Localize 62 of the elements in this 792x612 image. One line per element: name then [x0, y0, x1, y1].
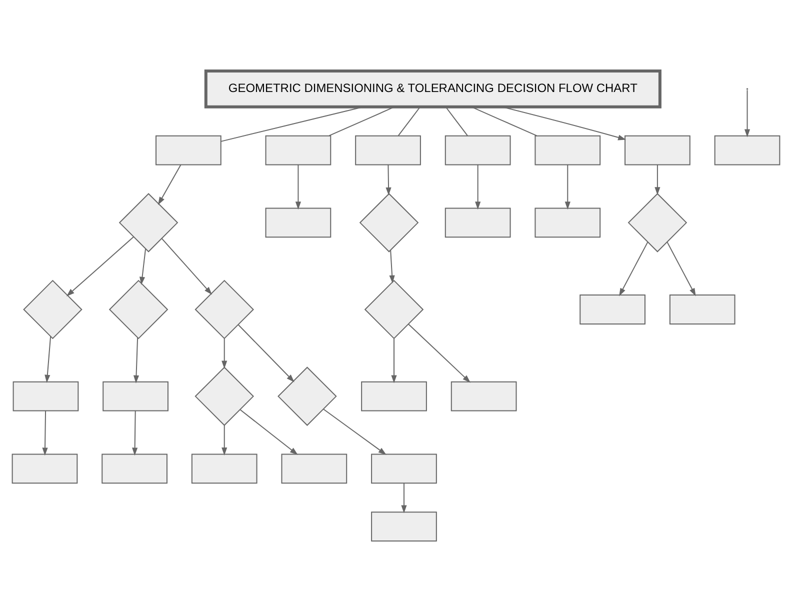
node-box [714, 135, 780, 166]
arrow [132, 410, 138, 456]
connector [220, 106, 364, 142]
connector [471, 106, 538, 136]
node-diamond [359, 193, 419, 252]
connector [398, 106, 420, 136]
node-box [534, 135, 601, 166]
node-box [534, 208, 601, 238]
node-diamond [194, 366, 254, 426]
arrow [44, 336, 52, 383]
arrow [323, 408, 386, 455]
arrow [139, 248, 146, 285]
arrow [391, 338, 397, 384]
node-box [444, 208, 511, 238]
arrow [238, 324, 294, 382]
node-diamond [364, 280, 424, 340]
arrow [666, 242, 696, 296]
node-box [371, 454, 437, 484]
arrow [386, 164, 392, 196]
node-box [12, 454, 78, 484]
node-diamond [194, 280, 254, 340]
node-diamond [278, 366, 337, 426]
node-box [450, 381, 517, 412]
arrow [240, 409, 298, 455]
arrow [66, 236, 134, 296]
arrow [389, 250, 395, 284]
arrow [222, 425, 228, 456]
arrow [401, 482, 407, 514]
arrow [158, 164, 182, 205]
arrow [295, 164, 301, 210]
node-box [580, 294, 646, 324]
node-box [12, 381, 79, 412]
node-diamond [108, 280, 168, 340]
node-box [355, 135, 421, 166]
node-box [265, 208, 332, 238]
arrow [42, 410, 48, 456]
node-box [371, 512, 437, 542]
connector [328, 106, 395, 136]
arrow [564, 164, 570, 210]
node-box [102, 454, 168, 484]
node-box [102, 381, 168, 412]
node-diamond [23, 280, 82, 340]
node-box [191, 454, 258, 484]
node-box [444, 135, 511, 166]
node-box [361, 381, 427, 412]
arrow [161, 238, 212, 295]
arrow [133, 337, 140, 384]
node-box [281, 454, 348, 484]
node-box: GEOMETRIC DIMENSIONING & TOLERANCING DECISION FLOW CHART [204, 70, 662, 108]
node-diamond [628, 193, 688, 252]
arrow [619, 242, 648, 296]
node-diamond [118, 193, 178, 252]
node-box [624, 135, 690, 166]
arrow [475, 164, 481, 210]
connector [445, 106, 468, 136]
arrow [654, 164, 660, 196]
arrow [222, 338, 228, 369]
node-box [265, 135, 332, 166]
node-box [156, 135, 222, 166]
node-box [669, 294, 736, 324]
arrow [408, 324, 471, 383]
arrow [744, 90, 750, 138]
